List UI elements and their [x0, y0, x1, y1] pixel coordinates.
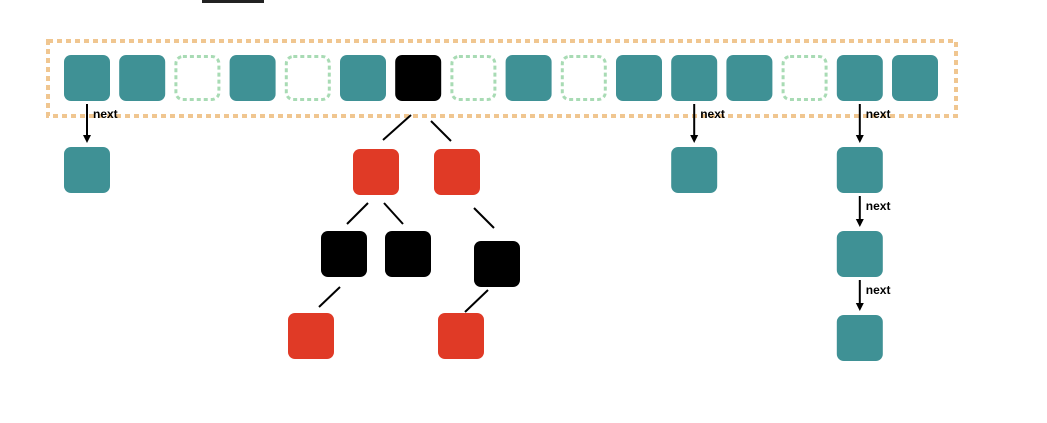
filled-bucket-slot — [836, 55, 883, 101]
red-tree-node — [288, 313, 334, 359]
tree-edge — [464, 289, 489, 313]
black-tree-node — [321, 231, 367, 277]
tree-root-bucket-slot — [395, 55, 442, 101]
tree-edge — [473, 207, 495, 229]
tree-edge — [382, 114, 412, 141]
red-black-tree — [288, 114, 520, 359]
black-tree-node — [385, 231, 431, 277]
next-label: next — [93, 107, 118, 121]
empty-bucket-slot — [284, 55, 331, 101]
red-tree-node — [438, 313, 484, 359]
tree-edge — [383, 202, 404, 225]
red-tree-node — [353, 149, 399, 195]
next-label: next — [866, 283, 891, 297]
empty-bucket-slot — [560, 55, 607, 101]
next-arrow-head — [855, 303, 864, 311]
bucket-array — [64, 55, 938, 101]
filled-bucket-slot — [505, 55, 552, 101]
filled-bucket-slot — [616, 55, 662, 101]
next-label: next — [700, 107, 725, 121]
filled-bucket-slot — [340, 55, 386, 101]
next-label: next — [866, 199, 891, 213]
list-node — [836, 315, 883, 361]
tree-edge — [346, 202, 369, 225]
filled-bucket-slot — [229, 55, 276, 101]
next-label: next — [866, 107, 891, 121]
black-tree-node — [474, 241, 520, 287]
clipped-heading-fragment — [202, 0, 264, 3]
next-arrow-head — [855, 219, 864, 227]
tree-edge — [318, 286, 341, 308]
linked-lists: next next next next next — [64, 104, 890, 361]
list-node — [64, 147, 110, 193]
next-arrow-head — [690, 135, 699, 143]
list-node — [671, 147, 718, 193]
empty-bucket-slot — [781, 55, 828, 101]
list-node — [836, 147, 883, 193]
filled-bucket-slot — [671, 55, 718, 101]
red-tree-node — [434, 149, 480, 195]
bucket-array-outline — [46, 39, 958, 118]
filled-bucket-slot — [119, 55, 166, 101]
empty-bucket-slot — [450, 55, 497, 101]
next-arrow-head — [855, 135, 864, 143]
list-node — [836, 231, 883, 277]
next-arrow-head — [83, 135, 91, 143]
empty-bucket-slot — [174, 55, 221, 101]
filled-bucket-slot — [892, 55, 938, 101]
tree-edge — [430, 120, 452, 142]
filled-bucket-slot — [64, 55, 110, 101]
filled-bucket-slot — [726, 55, 773, 101]
